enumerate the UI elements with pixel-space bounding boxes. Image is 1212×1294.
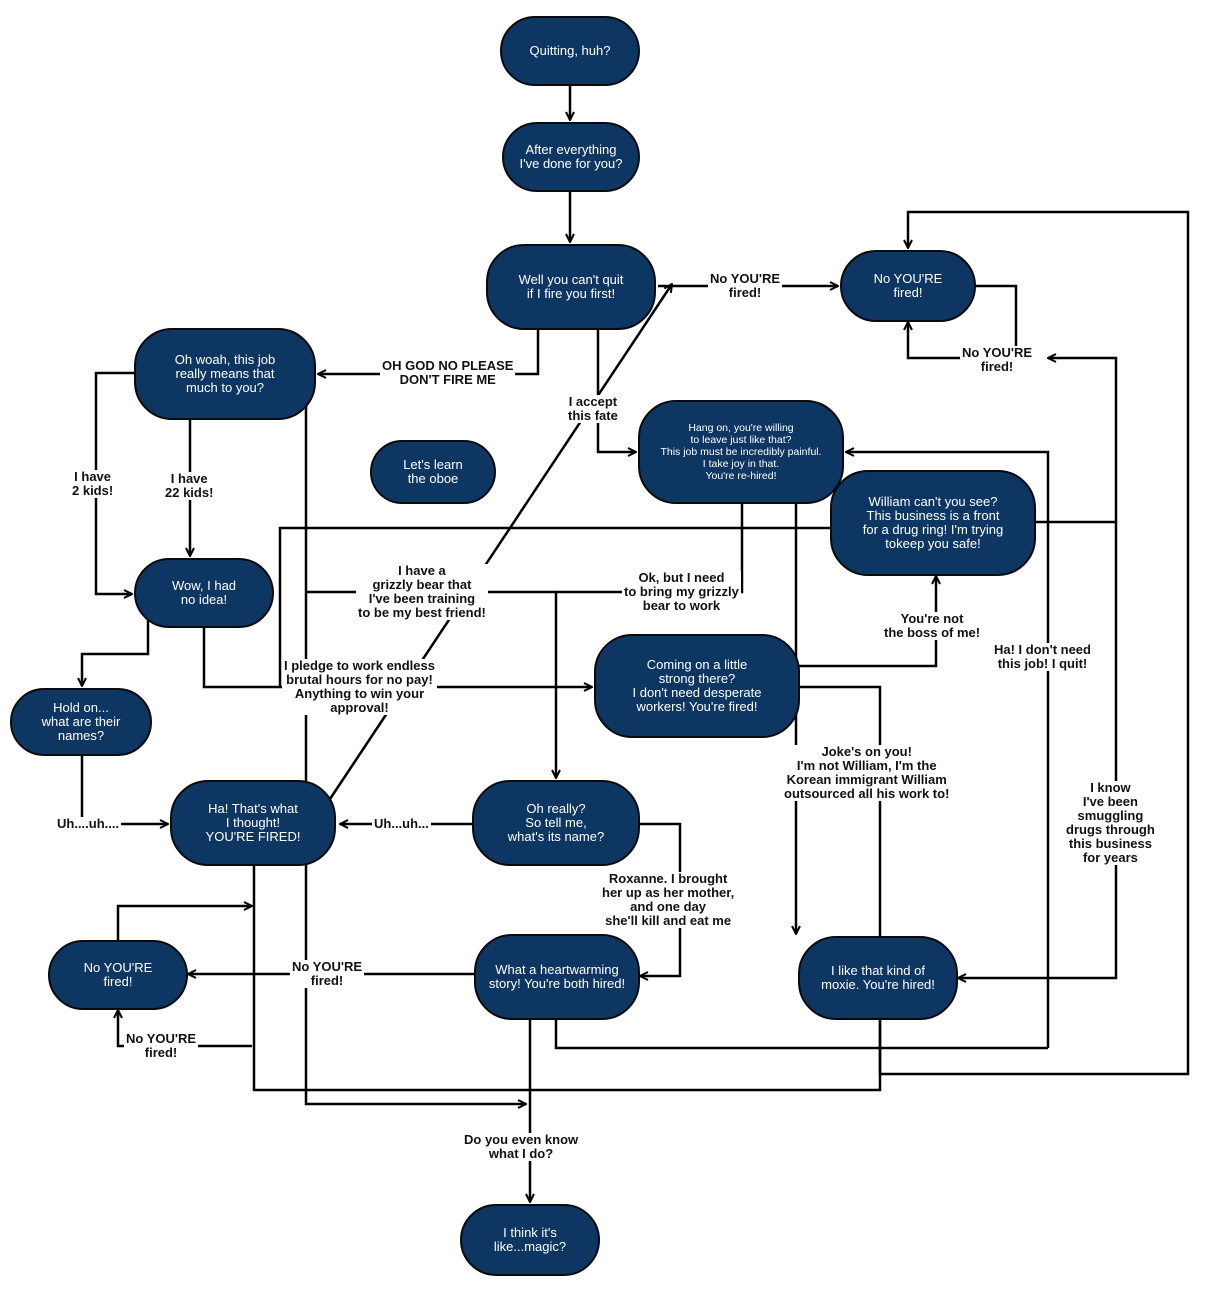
node-hang-on: Hang on, you're willing to leave just li… (638, 400, 844, 504)
label-do-you-know: Do you even know what I do? (462, 1132, 581, 1161)
label-dont-need-job: Ha! I don't need this job! I quit! (992, 642, 1093, 671)
node-coming-on-strong: Coming on a little strong there? I don't… (594, 634, 800, 738)
node-moxie: I like that kind of moxie. You're hired! (798, 936, 958, 1020)
node-hold-on: Hold on... what are their names? (10, 688, 152, 756)
edge-coming-right (252, 685, 882, 1092)
node-lets-learn-oboe: Let's learn the oboe (370, 440, 496, 504)
node-cant-quit: Well you can't quit if I fire you first! (486, 244, 656, 330)
label-not-boss: You're not the boss of me! (882, 611, 983, 640)
edge-william-loop (1036, 358, 1118, 524)
node-william: William can't you see? This business is … (830, 470, 1036, 576)
edge-nofiredleft-loop-back (118, 1010, 252, 1048)
label-no-fired-1: No YOU'RE fired! (708, 271, 783, 300)
label-accept-fate: I accept this fate (566, 394, 620, 423)
edge-cantquit-hangon (596, 330, 636, 452)
edge-holdon-ha (80, 756, 168, 824)
edge-nofiredleft-loop-up (116, 906, 252, 940)
label-pledge: I pledge to work endless brutal hours fo… (282, 658, 437, 715)
edge-coming-notboss (798, 576, 936, 668)
label-no-fired-2: No YOU'RE fired! (960, 345, 1035, 374)
edge-wow-holdon (82, 620, 150, 686)
label-no-fired-4: No YOU'RE fired! (124, 1031, 199, 1060)
label-twentytwo-kids: I have 22 kids! (163, 471, 216, 500)
label-two-kids: I have 2 kids! (70, 469, 116, 498)
label-bring-bear: Ok, but I need to bring my grizzly bear … (622, 570, 741, 613)
label-jokes-on-you: Joke's on you! I'm not William, I'm the … (782, 744, 952, 801)
label-oh-god: OH GOD NO PLEASE DON'T FIRE ME (380, 358, 516, 387)
node-no-youre-fired-left: No YOU'RE fired! (48, 940, 188, 1010)
label-uh-uh-1: Uh....uh.... (55, 816, 122, 831)
edge-dontneed-hangon (846, 452, 1050, 1048)
label-know-smuggling: I know I've been smuggling drugs through… (1064, 780, 1157, 865)
node-no-youre-fired-top: No YOU'RE fired! (840, 250, 976, 322)
node-heartwarming: What a heartwarming story! You're both h… (474, 934, 640, 1020)
edge-william-left (278, 526, 832, 687)
label-grizzly: I have a grizzly bear that I've been tra… (356, 563, 488, 620)
edge-ha-grizzly-up (326, 284, 672, 803)
edge-hangon-bear (556, 504, 744, 594)
node-after-everything: After everything I've done for you? (502, 122, 640, 192)
edge-wow-pledge (202, 628, 592, 687)
label-roxanne: Roxanne. I brought her up as her mother,… (600, 871, 737, 928)
node-oh-really: Oh really? So tell me, what's its name? (472, 780, 640, 866)
edge-william-knowing (958, 522, 1118, 978)
edge-heartwarming-dontneed (554, 1018, 1048, 1050)
node-magic: I think it's like...magic? (460, 1204, 600, 1276)
edge-moxie-topright (878, 210, 1190, 1076)
label-no-fired-3: No YOU'RE fired! (290, 959, 365, 988)
node-wow-no-idea: Wow, I had no idea! (134, 558, 274, 628)
node-quitting: Quitting, huh? (500, 16, 640, 86)
node-ha-fired: Ha! That's what I thought! YOU'RE FIRED! (170, 780, 336, 866)
edge-ohwoah-down (304, 400, 526, 1104)
label-uh-uh-2: Uh...uh... (372, 816, 431, 831)
node-oh-woah: Oh woah, this job really means that much… (134, 328, 316, 420)
